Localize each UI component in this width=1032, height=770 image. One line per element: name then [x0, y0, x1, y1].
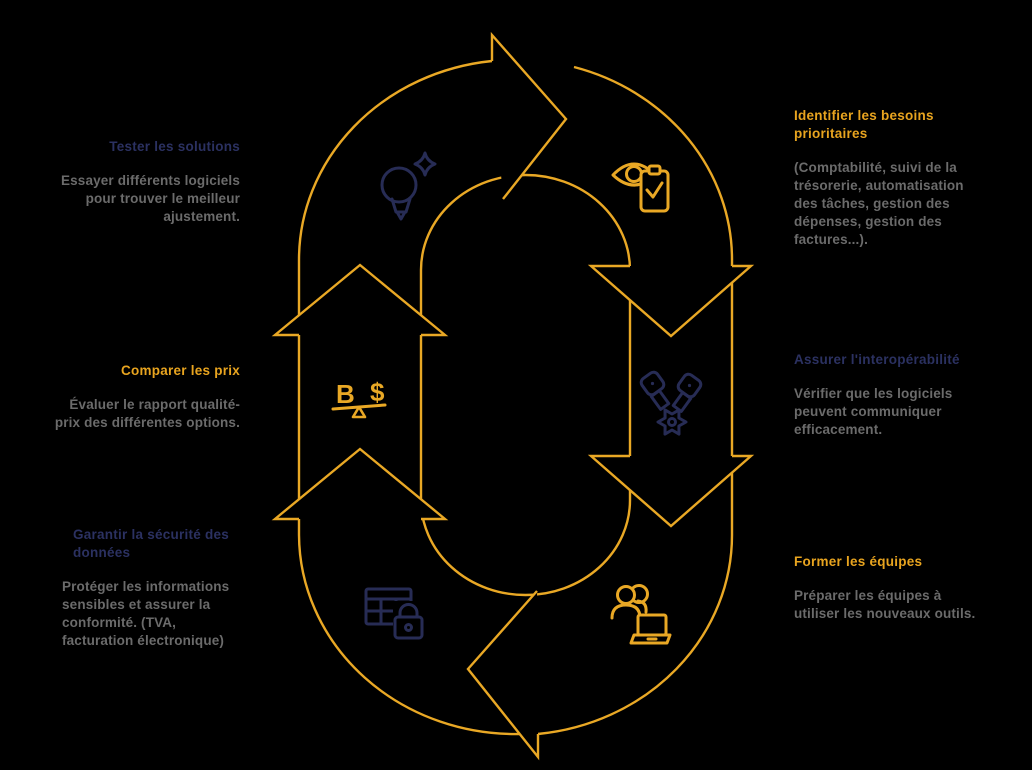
inner-ring — [419, 173, 632, 597]
balance-right-label: $ — [370, 377, 385, 407]
step-identify-title: Identifier les besoins prioritaires — [794, 108, 934, 141]
step-test-block: Tester les solutions Essayer différents … — [61, 138, 240, 226]
step-identify-body: (Comptabilité, suivi de la trésorerie, a… — [794, 160, 964, 247]
chevron-down-arrows — [587, 264, 755, 528]
step-secure-block: Garantir la sécurité des données Protége… — [62, 526, 229, 650]
cycle-bottom-arrowhead — [466, 590, 540, 761]
step-test-title: Tester les solutions — [109, 139, 240, 154]
outer-ring-left-arc — [297, 59, 522, 736]
cycle-top-arrowhead — [490, 31, 568, 200]
step-compare-block: Comparer les prix Évaluer le rapport qua… — [55, 362, 240, 432]
balance-left-label: B — [336, 379, 355, 409]
step-compare-body: Évaluer le rapport qualité- prix des dif… — [54, 397, 240, 430]
chevron-up-1 — [271, 263, 449, 337]
step-train-title: Former les équipes — [794, 554, 923, 569]
chevron-up-2 — [271, 447, 449, 521]
step-interop-block: Assurer l'interopérabilité Vérifier que … — [794, 351, 960, 439]
keys-gear-icon — [639, 370, 703, 436]
outer-ring — [297, 59, 734, 736]
step-interop-body: Vérifier que les logiciels peuvent commu… — [794, 386, 953, 437]
step-train-block: Former les équipes Préparer les équipes … — [794, 553, 975, 623]
lightbulb-sparkle-icon — [380, 151, 437, 221]
chevron-down-1 — [587, 264, 755, 338]
step-compare-title: Comparer les prix — [120, 363, 240, 378]
team-training-icon — [610, 584, 672, 645]
step-secure-body: Protéger les informations sensibles et a… — [62, 579, 230, 648]
outer-ring-right-arc — [537, 65, 734, 736]
step-interop-title: Assurer l'interopérabilité — [794, 352, 960, 367]
chevron-down-2 — [587, 454, 755, 528]
chevron-up-arrows — [271, 263, 449, 521]
secure-table-lock-icon — [364, 587, 424, 640]
step-test-body: Essayer différents logiciels pour trouve… — [60, 173, 240, 224]
step-train-body: Préparer les équipes à utiliser les nouv… — [794, 588, 976, 621]
step-secure-title: Garantir la sécurité des données — [73, 527, 230, 560]
eye-checklist-icon — [611, 162, 670, 213]
step-identify-block: Identifier les besoins prioritaires (Com… — [794, 107, 964, 249]
price-balance-icon: B $ — [331, 377, 387, 419]
